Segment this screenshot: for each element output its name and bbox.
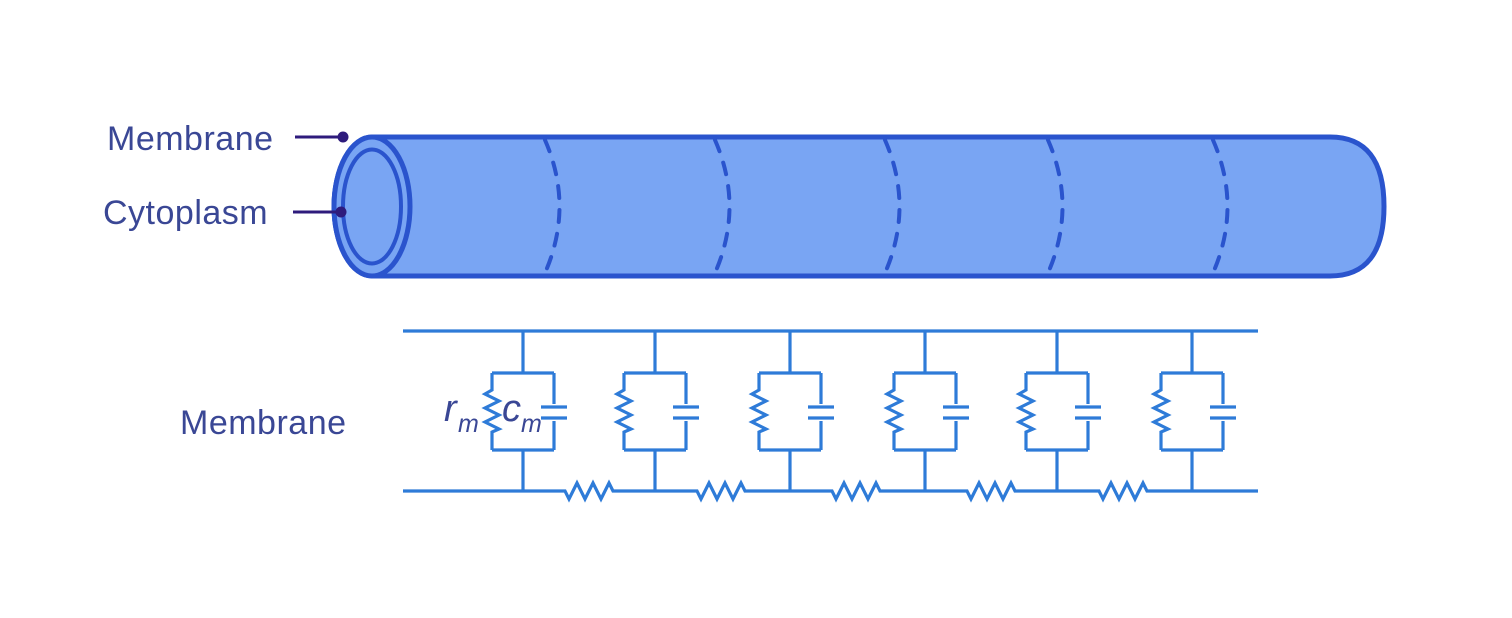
rc-unit bbox=[750, 329, 836, 493]
rc-unit bbox=[885, 329, 971, 493]
membrane-leader-dot bbox=[337, 131, 349, 143]
membrane-label: Membrane bbox=[107, 120, 274, 158]
intracellular-rail-with-axial-resistors bbox=[403, 479, 1258, 503]
membrane-equivalent-circuit bbox=[403, 329, 1258, 503]
membrane-capacitance-subscript: m bbox=[521, 410, 542, 438]
membrane-resistance-symbol: r bbox=[444, 388, 458, 430]
cytoplasm-leader-dot bbox=[335, 206, 347, 218]
leader-lines bbox=[293, 135, 338, 214]
fiber-cylinder bbox=[331, 134, 1387, 279]
rc-unit bbox=[1152, 329, 1238, 493]
membrane-capacitance-symbol: c bbox=[502, 388, 521, 430]
rc-unit bbox=[1017, 329, 1103, 493]
cylinder-body bbox=[331, 134, 1387, 279]
cytoplasm-label: Cytoplasm bbox=[103, 194, 268, 232]
end-cap-outer-ellipse bbox=[331, 134, 413, 279]
membrane-resistance-subscript: m bbox=[458, 410, 479, 438]
rc-unit bbox=[615, 329, 701, 493]
end-cap-inner-ellipse bbox=[341, 147, 403, 266]
circuit-membrane-label: Membrane bbox=[180, 404, 347, 442]
